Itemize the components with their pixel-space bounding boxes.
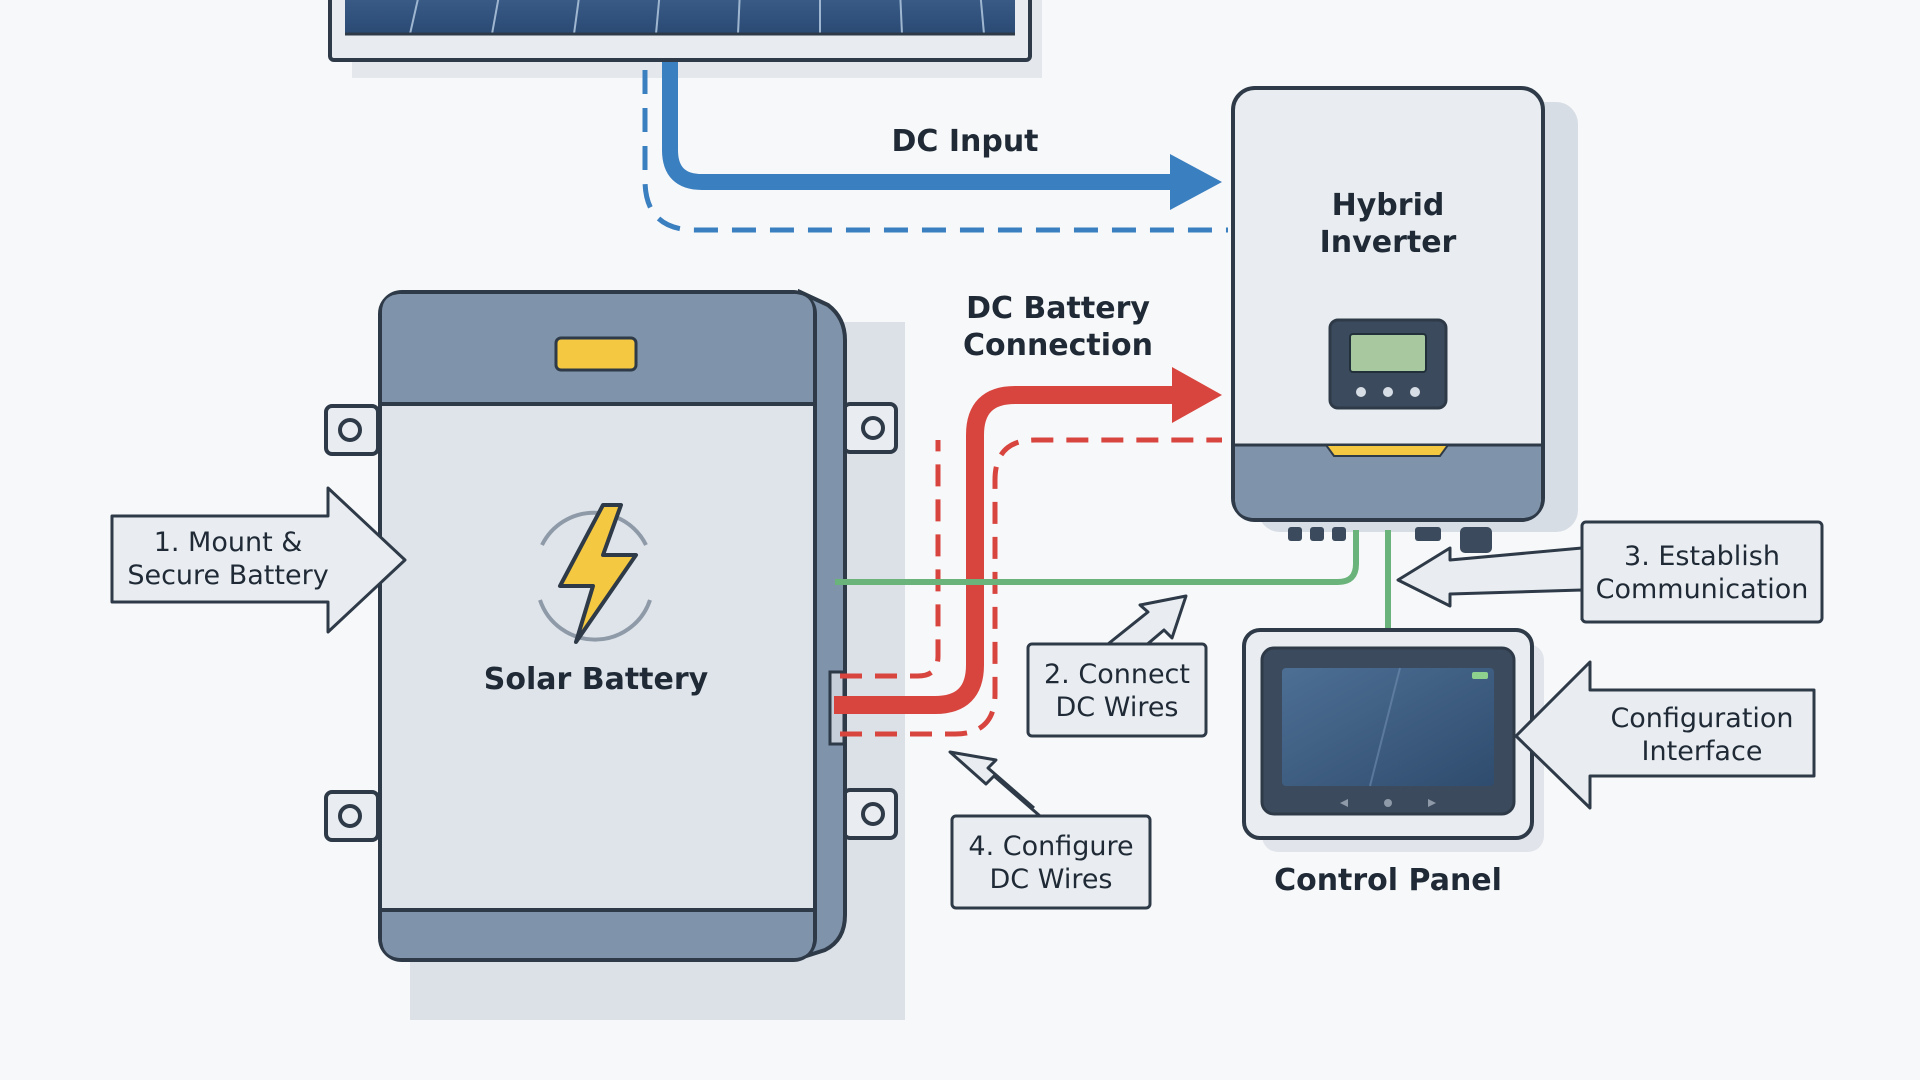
callout-mount-secure-battery: 1. Mount & Secure Battery (110, 486, 407, 634)
control-panel-screen (1282, 668, 1494, 786)
callout-configure-line1: 4. Configure (968, 831, 1133, 862)
solar-battery-label: Solar Battery (484, 662, 709, 697)
lightning-bolt-icon (538, 503, 652, 644)
solar-panel (328, 0, 1042, 78)
inverter-ports (1288, 527, 1492, 553)
inverter-display-screen (1328, 318, 1448, 410)
callout-config-interface-line2: Interface (1642, 736, 1763, 767)
dc-battery-wire (834, 367, 1222, 737)
callout-configure-dc-wires: 4. Configure DC Wires (948, 750, 1152, 910)
callout-connect-dc-wires: 2. Connect DC Wires (1026, 594, 1208, 738)
hybrid-inverter (1231, 86, 1578, 553)
dc-battery-connection-label-line2: Connection (963, 328, 1153, 363)
callout-mount-line1: 1. Mount & (154, 527, 303, 558)
communication-wire (835, 530, 1391, 632)
callout-configure-line2: DC Wires (989, 864, 1112, 895)
solar-battery (324, 288, 905, 1020)
callout-config-interface-line1: Configuration (1610, 703, 1793, 734)
callout-communication-line2: Communication (1596, 574, 1809, 605)
dc-battery-connection-label-line1: DC Battery (966, 291, 1150, 326)
callout-connect-line1: 2. Connect (1044, 659, 1190, 690)
callout-connect-line2: DC Wires (1055, 692, 1178, 723)
inverter-label-line2: Inverter (1320, 225, 1457, 260)
callout-configuration-interface: Configuration Interface (1514, 660, 1816, 810)
callout-communication-line1: 3. Establish (1624, 541, 1780, 572)
control-panel-label: Control Panel (1274, 863, 1502, 898)
callout-mount-line2: Secure Battery (127, 560, 328, 591)
inverter-label-line1: Hybrid (1332, 188, 1445, 223)
control-panel (1242, 628, 1544, 852)
dc-input-wire (642, 62, 1228, 233)
dc-input-label: DC Input (891, 124, 1038, 159)
callout-establish-communication: 3. Establish Communication (1396, 520, 1824, 624)
